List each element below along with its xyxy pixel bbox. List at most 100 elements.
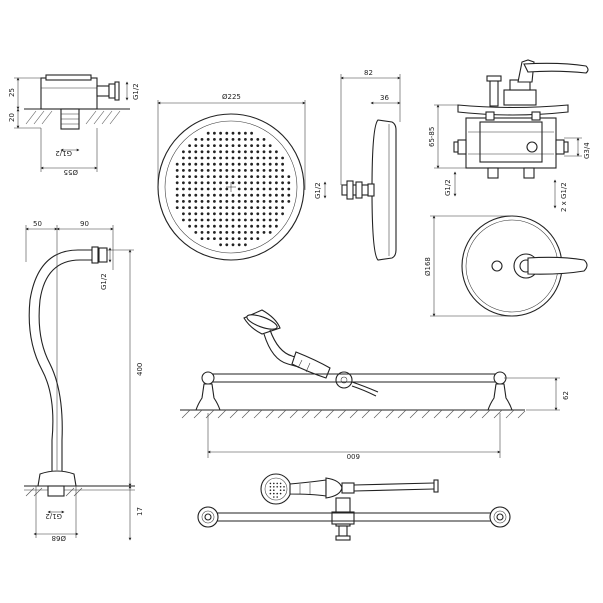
nozzle-dot <box>244 193 247 197</box>
nozzle-dot <box>287 200 291 203</box>
nozzle-dot <box>250 162 254 166</box>
nozzle-dot <box>275 150 278 154</box>
nozzle-dot <box>231 206 235 210</box>
nozzle-dot <box>244 144 247 148</box>
nozzle-dot <box>206 156 210 160</box>
nozzle-dot <box>200 224 204 228</box>
nozzle-dot <box>250 237 254 241</box>
nozzle-dot <box>200 218 204 222</box>
nozzle-dot <box>256 181 260 185</box>
nozzle-dot <box>182 200 185 203</box>
dim-outlet-thread: G1/2 <box>132 83 140 100</box>
dim-rail-height: 62 <box>562 391 570 400</box>
nozzle-dot <box>182 175 185 179</box>
nozzle-dot <box>256 187 260 191</box>
nozzle-dot <box>256 175 260 179</box>
nozzle-dot <box>182 193 185 197</box>
nozzle-dot <box>213 231 216 234</box>
nozzle-dot <box>225 237 229 241</box>
nozzle-dot <box>268 175 272 179</box>
nozzle-dot <box>194 224 198 228</box>
nozzle-dot <box>231 175 235 179</box>
shower-head-front-view: Ø225 <box>157 93 306 261</box>
nozzle-dot <box>256 212 260 216</box>
nozzle-dot <box>275 212 278 216</box>
nozzle-dot <box>194 175 198 179</box>
nozzle-dot <box>231 193 235 197</box>
nozzle-dot <box>268 150 272 154</box>
nozzle-dot <box>188 200 192 203</box>
nozzle-dot <box>225 131 229 135</box>
dim-outlet-top: 25 <box>8 88 16 97</box>
nozzle-dot <box>273 489 275 492</box>
nozzle-dot <box>244 156 247 160</box>
nozzle-dot <box>188 224 192 228</box>
nozzle-dot <box>175 206 179 210</box>
nozzle-dot <box>225 212 229 216</box>
nozzle-dot <box>225 156 229 160</box>
nozzle-dot <box>175 193 179 197</box>
nozzle-dot <box>231 218 235 222</box>
nozzle-dot <box>262 144 266 148</box>
nozzle-dot <box>237 169 241 172</box>
nozzle-dot <box>262 169 266 172</box>
nozzle-dot <box>175 169 179 172</box>
nozzle-dot <box>244 150 247 154</box>
nozzle-dot <box>200 200 204 203</box>
nozzle-dot <box>231 144 235 148</box>
hand-shower-side <box>243 309 379 397</box>
nozzle-dot <box>276 492 279 495</box>
dim-base-diameter: Ø68 <box>52 534 66 542</box>
nozzle-dot <box>279 486 282 488</box>
nozzle-dot <box>268 144 272 148</box>
nozzle-dot <box>225 150 229 154</box>
nozzle-dot <box>213 206 216 210</box>
nozzle-dot <box>262 212 266 216</box>
nozzle-dot <box>231 162 235 166</box>
nozzle-dot <box>262 175 266 179</box>
nozzle-dot <box>200 231 204 234</box>
nozzle-dot <box>194 218 198 222</box>
nozzle-dot <box>225 243 229 247</box>
nozzle-dot <box>250 231 254 234</box>
nozzle-dot <box>268 181 272 185</box>
nozzle-dot <box>225 193 229 197</box>
nozzle-dot <box>219 212 223 216</box>
mixer-valve-front-view: Ø168 <box>424 215 588 317</box>
nozzle-dot <box>281 212 284 216</box>
nozzle-dot <box>219 138 223 141</box>
nozzle-dot <box>213 193 216 197</box>
nozzle-dot <box>213 224 216 228</box>
nozzle-dot <box>275 206 278 210</box>
nozzle-dot <box>206 187 210 191</box>
nozzle-dot <box>262 138 266 141</box>
nozzle-dot <box>194 138 198 141</box>
nozzle-dot <box>275 224 278 228</box>
nozzle-dot <box>281 162 284 166</box>
nozzle-dot <box>283 486 285 488</box>
nozzle-dot <box>206 144 210 148</box>
nozzle-dot <box>275 162 278 166</box>
nozzle-dot <box>268 187 272 191</box>
nozzle-dot <box>250 131 254 135</box>
nozzle-dot <box>256 193 260 197</box>
nozzle-dot <box>219 200 223 203</box>
nozzle-dot <box>225 162 229 166</box>
shower-head-side-view: 82 36 G1/2 <box>314 69 401 261</box>
hand-shower-head <box>260 473 292 505</box>
nozzle-dot <box>219 156 223 160</box>
nozzle-dot <box>182 156 185 160</box>
nozzle-dot <box>256 200 260 203</box>
nozzle-dot <box>206 193 210 197</box>
nozzle-dot <box>194 206 198 210</box>
nozzle-dot <box>269 482 272 485</box>
nozzle-dot <box>237 175 241 179</box>
nozzle-dot <box>231 237 235 241</box>
nozzle-dot <box>231 150 235 154</box>
nozzle-dot <box>182 212 185 216</box>
nozzle-dot <box>213 175 216 179</box>
nozzle-dot <box>200 144 204 148</box>
nozzle-dot <box>287 181 291 185</box>
nozzle-dot <box>256 169 260 172</box>
